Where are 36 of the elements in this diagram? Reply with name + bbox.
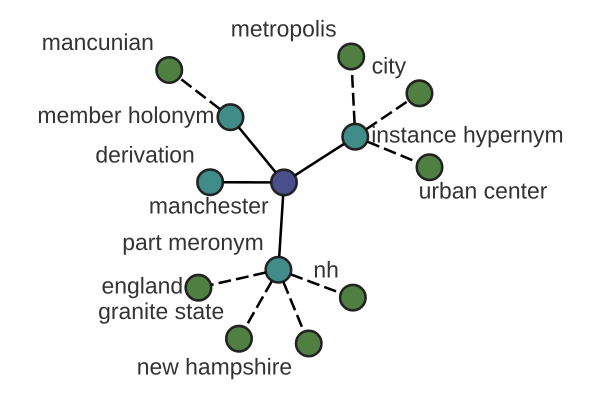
node-circle	[184, 274, 212, 302]
node-circle	[264, 256, 292, 284]
node-circle	[336, 42, 365, 71]
connector	[366, 140, 418, 164]
connector	[350, 69, 356, 124]
node-circle	[154, 56, 183, 84]
node-label: metropolis	[230, 16, 336, 42]
node-circle	[404, 79, 433, 108]
node-circle	[196, 168, 224, 196]
connector	[365, 100, 409, 130]
node-label: granite state	[98, 298, 224, 324]
connector	[210, 271, 266, 286]
node-label: member holonym	[36, 102, 214, 128]
connector	[294, 142, 345, 176]
connector	[223, 181, 271, 184]
connector	[277, 195, 284, 256]
node-label: england	[101, 272, 183, 298]
node-circle	[269, 168, 298, 196]
node-label: mancunian	[41, 29, 154, 56]
node-label: manchester	[148, 192, 268, 219]
node-label: urban center	[418, 177, 547, 204]
connector	[237, 126, 276, 174]
node-circle	[338, 284, 366, 312]
connector	[282, 281, 305, 332]
node-circle	[340, 122, 369, 151]
node-label: nh	[312, 256, 338, 283]
node-circle	[216, 103, 244, 132]
node-label: city	[371, 52, 406, 78]
node-circle	[294, 329, 322, 358]
node-circle	[224, 324, 252, 353]
node-label: instance hypernym	[370, 121, 564, 148]
connector	[178, 77, 220, 110]
node-label: new hampshire	[136, 354, 292, 380]
node-circle	[414, 153, 444, 182]
node-label: derivation	[94, 141, 194, 168]
node-label: part meronym	[122, 228, 264, 255]
